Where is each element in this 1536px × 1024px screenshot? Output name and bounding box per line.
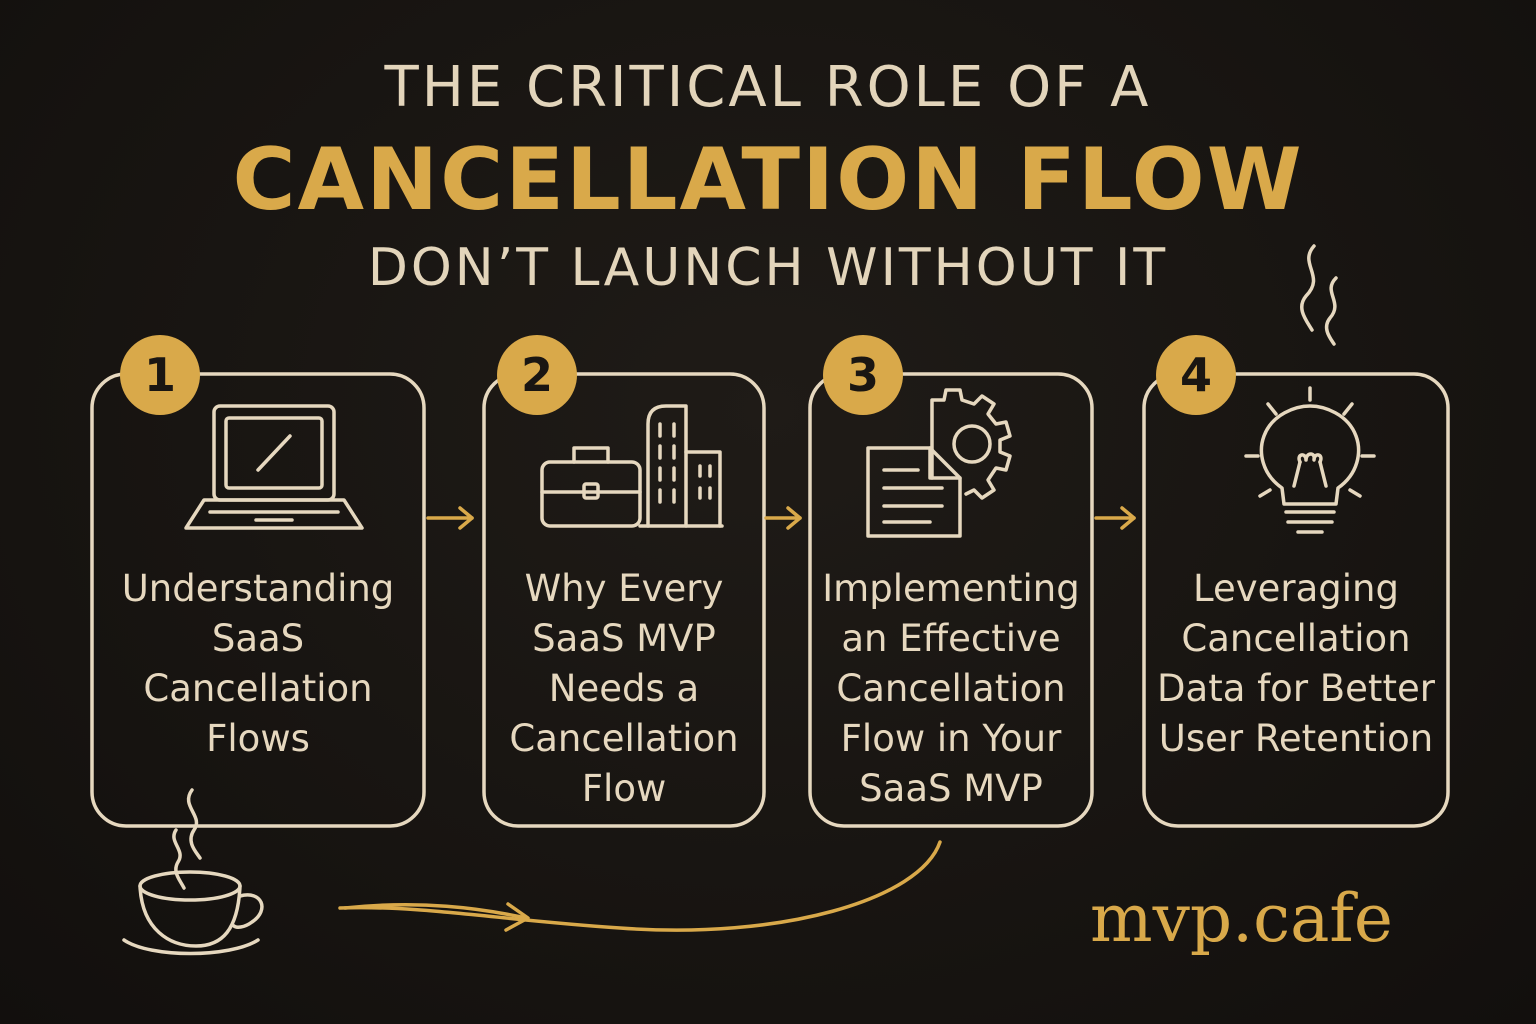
- laptop-icon: [184, 404, 364, 530]
- step-badge-4: [1156, 335, 1236, 415]
- arrow-2-to-3: [764, 506, 802, 530]
- document-gear-icon: [866, 388, 1012, 538]
- step-number-3: 3: [846, 348, 879, 402]
- arrow-3-to-4: [1094, 506, 1136, 530]
- brand-logo-text: mvp.cafe: [1090, 880, 1393, 957]
- step-label-3: Implementing an Effective Cancellation F…: [822, 567, 1080, 810]
- step-label-2: Why Every SaaS MVP Needs a Cancellation …: [509, 567, 739, 810]
- step-card-4: [1142, 372, 1450, 828]
- step-card-2: [482, 372, 766, 828]
- step-card-1: [90, 372, 426, 828]
- title-subtitle: DON’T LAUNCH WITHOUT IT: [367, 238, 1169, 298]
- sweep-arrow: [338, 840, 942, 932]
- step-number-4: 4: [1179, 348, 1212, 402]
- step-number-1: 1: [143, 348, 176, 402]
- lightbulb-icon: [1244, 386, 1376, 534]
- steam-icon: [1300, 244, 1338, 346]
- step-label-1: Understanding SaaS Cancellation Flows: [121, 567, 395, 760]
- briefcase-buildings-icon: [540, 404, 724, 528]
- step-badge-1: [120, 335, 200, 415]
- title-main: CANCELLATION FLOW: [232, 130, 1304, 230]
- title-line-1: THE CRITICAL ROLE OF A: [384, 55, 1152, 120]
- step-label-4: Leveraging Cancellation Data for Better …: [1157, 567, 1435, 760]
- step-number-2: 2: [520, 348, 553, 402]
- step-badge-3: [823, 335, 903, 415]
- coffee-cup-icon: [122, 788, 264, 956]
- step-badge-2: [497, 335, 577, 415]
- arrow-1-to-2: [426, 506, 474, 530]
- step-card-3: [808, 372, 1094, 828]
